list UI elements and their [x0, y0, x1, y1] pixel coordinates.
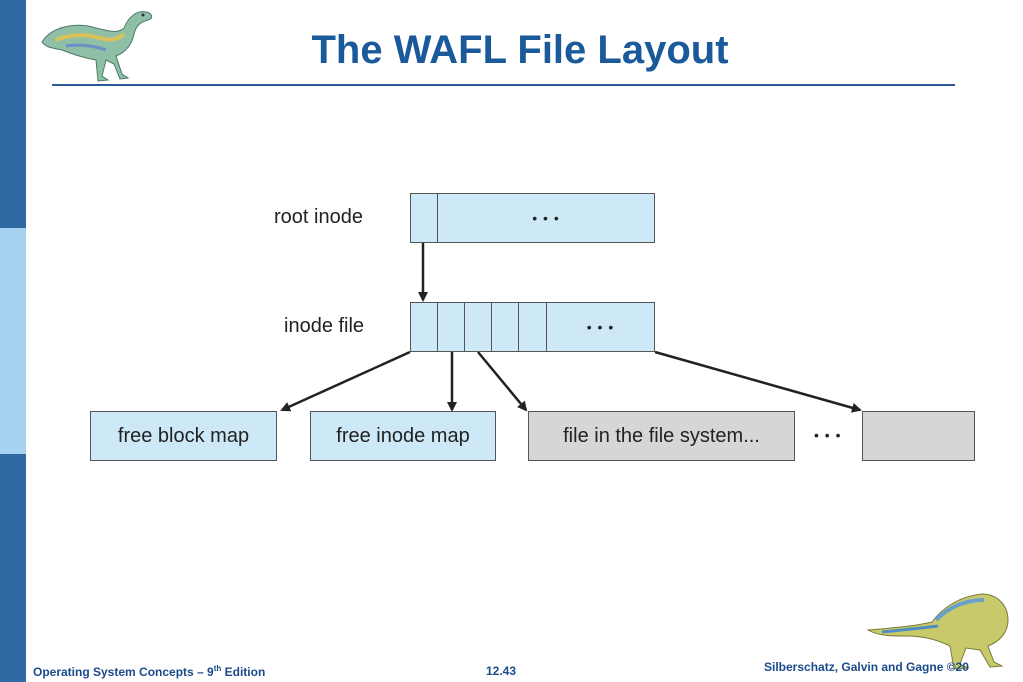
arrow-to-file: [477, 351, 528, 412]
root-inode-label: root inode: [274, 206, 363, 228]
footer-book-suffix: Edition: [221, 665, 266, 679]
inode-file-cell: [437, 302, 465, 352]
footer-book-title: Operating System Concepts – 9th Edition: [33, 664, 265, 679]
arrow-to-last-block: [654, 350, 862, 413]
slide-title: The WAFL File Layout: [311, 28, 729, 72]
left-sidebar: [0, 0, 26, 682]
footer-authors: Silberschatz, Galvin and Gagne ©20: [764, 660, 969, 674]
sidebar-segment-top: [0, 0, 26, 228]
between-ellipsis: • • •: [814, 427, 842, 443]
free-inode-map-box: free inode map: [310, 411, 496, 461]
inode-file-ellipsis-cell: • • •: [546, 302, 655, 352]
root-inode-ellipsis-cell: • • •: [437, 193, 655, 243]
sidebar-segment-middle: [0, 228, 26, 454]
last-file-block-box: [862, 411, 975, 461]
inode-file-cell: [464, 302, 492, 352]
inode-file-cell: [410, 302, 438, 352]
free-block-map-box: free block map: [90, 411, 277, 461]
dinosaur-logo-bottom-icon: [866, 593, 1009, 670]
inode-file-cell: [491, 302, 519, 352]
file-in-file-system-box: file in the file system...: [528, 411, 795, 461]
footer-book-sup: th: [213, 664, 222, 673]
inode-file-cell: [518, 302, 547, 352]
arrow-to-free-block-map: [280, 350, 411, 412]
title-underline: [52, 84, 955, 86]
root-inode-cell: [410, 193, 438, 243]
footer-page-number: 12.43: [486, 664, 517, 678]
dinosaur-logo-icon: [41, 11, 153, 82]
inode-file-label: inode file: [284, 315, 365, 337]
footer-book-text: Operating System Concepts – 9: [33, 665, 214, 679]
sidebar-segment-bottom: [0, 454, 26, 682]
